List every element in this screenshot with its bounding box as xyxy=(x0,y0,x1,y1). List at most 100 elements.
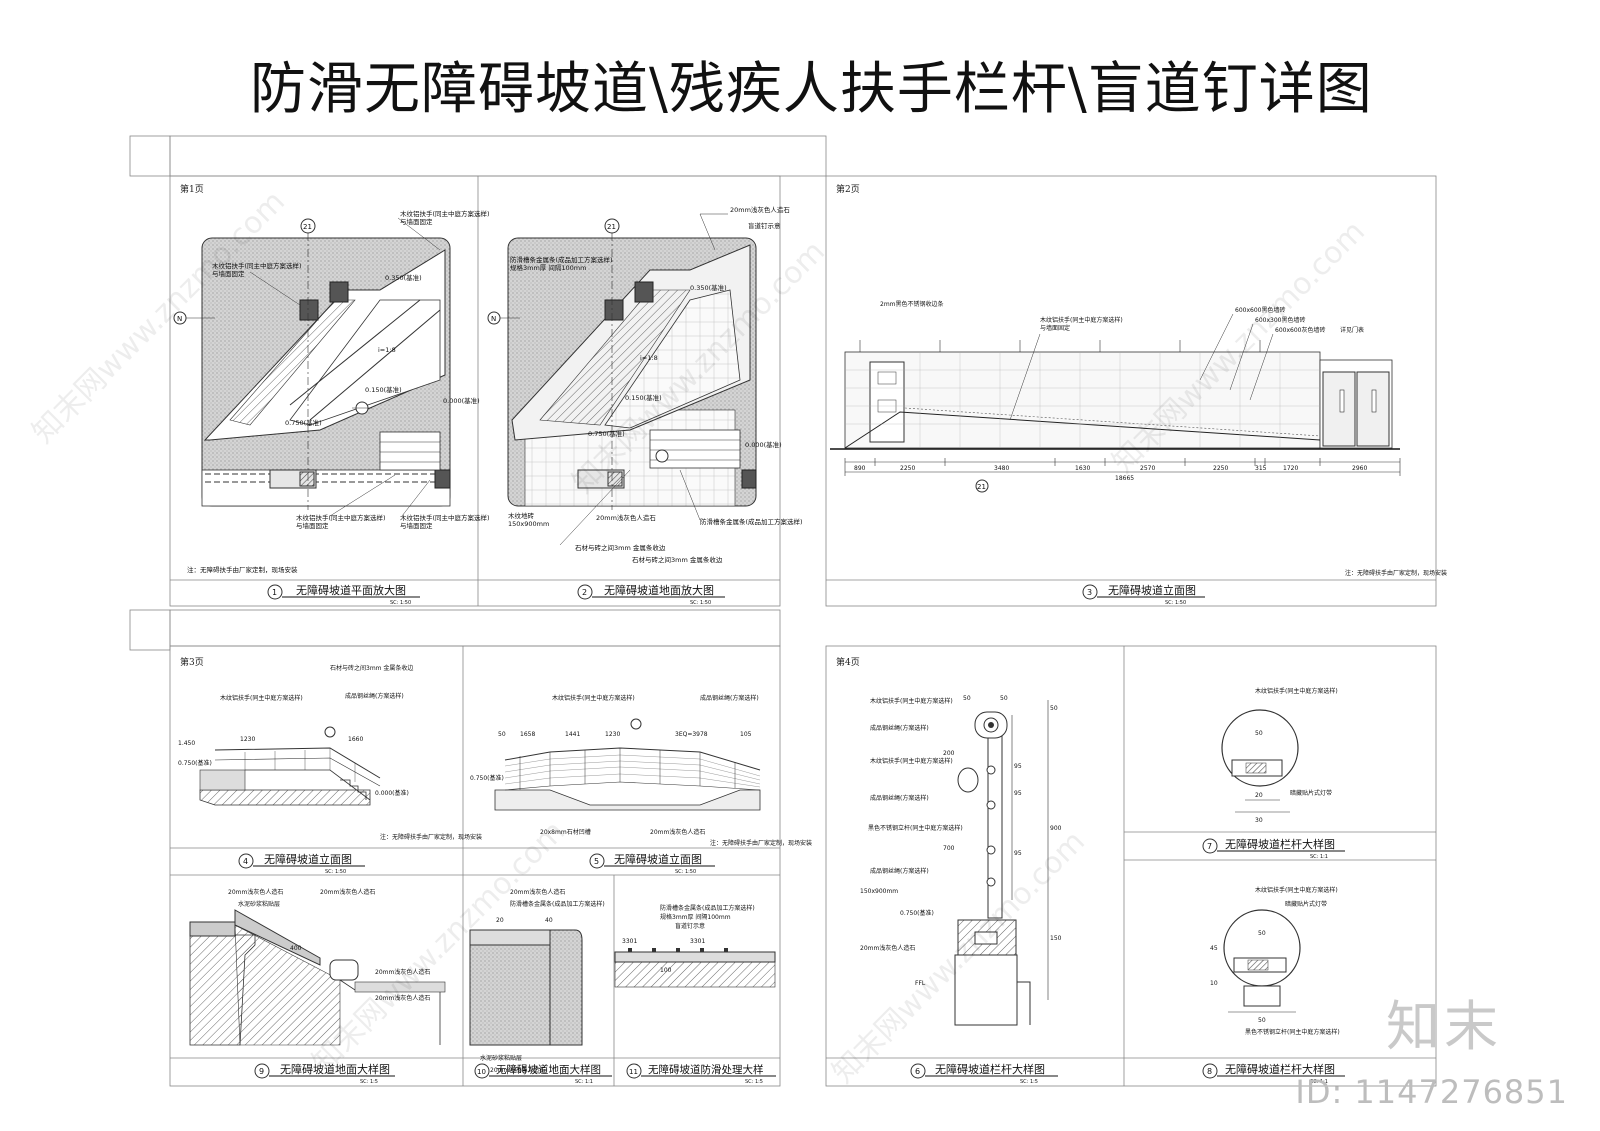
dim-label: 3480 xyxy=(994,465,1009,472)
anti-slip-note: 防滑槽条金属条(成品加工方案选样) xyxy=(510,900,605,908)
drawing-name: 无障碍坡道地面大样图 xyxy=(496,1063,601,1076)
drawing-number: 1 xyxy=(272,588,277,597)
anti-slip-note: 防滑槽条金属条(成品加工方案选样) xyxy=(700,517,803,526)
drawing-scale: SC: 1:1 xyxy=(1310,1079,1328,1085)
handrail-note: 木纹铝扶手(同主中庭方案选样) xyxy=(400,513,490,522)
drawing-name: 无障碍坡道栏杆大样图 xyxy=(1225,837,1335,851)
elev-label: 0.000(基准) xyxy=(375,789,409,797)
anti-slip-note: 防滑槽条金属条(成品加工方案选样) xyxy=(510,255,613,264)
fix-note: 与墙面固定 xyxy=(400,521,433,530)
anti-slip-size: 规格3mm厚 间隔100mm xyxy=(660,913,731,921)
drawing-number: 10 xyxy=(477,1068,486,1076)
elev-label: 0.750(基准) xyxy=(900,909,934,917)
sheet-frames xyxy=(129,135,1437,1087)
anti-slip-note: 防滑槽条金属条(成品加工方案选样) xyxy=(660,904,755,912)
handrail-note: 木纹铝扶手(同主中庭方案选样) xyxy=(870,757,953,765)
elevation-drawing-5 xyxy=(494,718,761,811)
stone-note: 20mm浅灰色人造石 xyxy=(860,944,915,952)
dim-label: 1230 xyxy=(240,736,255,743)
dim-label: 3301 xyxy=(690,938,705,945)
dim-label: 1660 xyxy=(348,736,363,743)
handrail-note: 木纹铝扶手(同主中庭方案选样) xyxy=(1040,316,1123,324)
handrail-note: 木纹铝扶手(同主中庭方案选样) xyxy=(1255,886,1338,894)
cable-note: 成品钢丝绳(方案选样) xyxy=(870,867,929,875)
drawing-number: 3 xyxy=(1087,588,1092,597)
blind-nail-note: 盲道钉示意 xyxy=(748,221,781,230)
plan-drawing-2 xyxy=(487,218,757,510)
grid-bubble-21-a: 21 xyxy=(303,223,312,231)
elev-label: 0.750(基准) xyxy=(285,418,322,427)
detail-drawing-8 xyxy=(1223,909,1301,1013)
tile-note: 600x600灰色墙砖 xyxy=(1275,326,1325,334)
tile-note: 600x300黑色墙砖 xyxy=(1255,316,1305,324)
north-marker-b: N xyxy=(491,315,496,323)
blind-stone-note: 木纹地砖 xyxy=(508,511,535,520)
dim-label: 45 xyxy=(1210,945,1218,952)
elevation-drawing-4 xyxy=(199,726,381,806)
door-note: 详见门表 xyxy=(1340,326,1364,334)
stone-note: 20mm浅灰色人造石 xyxy=(228,888,283,896)
slope-label: i=1:8 xyxy=(640,354,658,362)
drawing-scale: SC: 1:5 xyxy=(360,1079,378,1085)
stone-note: 20mm浅灰色人造石 xyxy=(375,968,430,976)
stone-note: 20mm浅灰色人造石 xyxy=(730,205,790,214)
detail-drawing-11 xyxy=(614,948,776,988)
elev-label: 1.450 xyxy=(178,740,195,747)
drawing-number: 9 xyxy=(259,1067,264,1076)
steel-post-note: 黑色不锈钢立杆(同主中庭方案选样) xyxy=(1245,1028,1340,1036)
fix-note: 与墙面固定 xyxy=(212,269,245,278)
drawing-name: 无障碍坡道立面图 xyxy=(1108,583,1196,597)
handrail-note: 木纹铝扶手(同主中庭方案选样) xyxy=(1255,687,1338,695)
dim-label: 95 xyxy=(1014,850,1022,857)
elev-label: 0.350(基准) xyxy=(690,283,727,292)
stone-note: 20mm浅灰色人造石 xyxy=(320,888,375,896)
stone-note: 20mm浅灰色人造石 xyxy=(375,994,430,1002)
dim-label: 20 xyxy=(496,917,504,924)
page-note: 注：无障碍扶手由厂家定制，现场安装 xyxy=(380,833,482,841)
dim-label: 50 xyxy=(1255,730,1263,737)
dim-label: 40 xyxy=(545,917,553,924)
elev-steel-note: 2mm黑色不锈钢收边条 xyxy=(880,300,944,308)
handrail-note: 木纹铝扶手(同主中庭方案选样) xyxy=(220,694,303,702)
elev-label: 0.000(基准) xyxy=(745,440,782,449)
cable-note: 成品钢丝绳(方案选样) xyxy=(700,694,759,702)
drawing-number: 11 xyxy=(629,1068,638,1076)
drawing-number: 6 xyxy=(915,1067,920,1076)
dim-label: 50 xyxy=(963,695,971,702)
drawing-scale: SC: 1:5 xyxy=(1020,1079,1038,1085)
fix-note: 与墙面固定 xyxy=(296,521,329,530)
total-dim-label: 18665 xyxy=(1115,475,1134,482)
page-title: 防滑无障碍坡道\残疾人扶手栏杆\盲道钉详图 xyxy=(250,57,1373,122)
dim-label: 150 xyxy=(1050,935,1062,942)
plan-drawing-1 xyxy=(173,218,451,510)
page-note: 注：无障碍扶手由厂家定制，现场安装 xyxy=(710,839,812,847)
dim-label: 400 xyxy=(290,945,302,952)
drawing-scale: SC: 1:50 xyxy=(1165,600,1186,606)
dim-label: 95 xyxy=(1014,763,1022,770)
stone-note: 20mm浅灰色人造石 xyxy=(596,513,656,522)
dim-label: 890 xyxy=(854,465,866,472)
dim-label: 50 xyxy=(1258,930,1266,937)
mortar-note: 水泥砂浆粘贴层 xyxy=(238,900,280,908)
elev-label: 0.350(基准) xyxy=(385,273,422,282)
drawing-name: 无障碍坡道栏杆大样图 xyxy=(1225,1062,1335,1076)
handrail-note: 木纹铝扶手(同主中庭方案选样) xyxy=(212,261,302,270)
drawing-name: 无障碍坡道栏杆大样图 xyxy=(935,1062,1045,1076)
drawing-name: 无障碍坡道立面图 xyxy=(264,852,352,866)
handrail-note: 木纹铝扶手(同主中庭方案选样) xyxy=(400,209,490,218)
dim-label: 1630 xyxy=(1075,465,1090,472)
page-label-4: 第4页 xyxy=(836,656,860,668)
size-note: 150x900mm xyxy=(508,520,549,528)
dim-label: 105 xyxy=(740,731,752,738)
detail-drawing-6 xyxy=(954,700,1049,1026)
drawing-scale: SC: 1:50 xyxy=(390,600,411,606)
stone-gap-note: 石材与砖之间3mm 金属条收边 xyxy=(632,555,723,564)
elev-label: 0.000(基准) xyxy=(443,396,480,405)
anti-slip-size: 规格3mm厚 间隔100mm xyxy=(510,263,586,272)
page-note: 注：无障碍扶手由厂家定制，现场安装 xyxy=(187,565,298,574)
drawing-name: 无障碍坡道立面图 xyxy=(614,852,702,866)
led-note: 暗藏贴片式灯带 xyxy=(1285,900,1327,908)
dim-label: 30 xyxy=(1255,817,1263,824)
dim-label: 1658 xyxy=(520,731,535,738)
elev-label: 0.750(基准) xyxy=(178,759,212,767)
